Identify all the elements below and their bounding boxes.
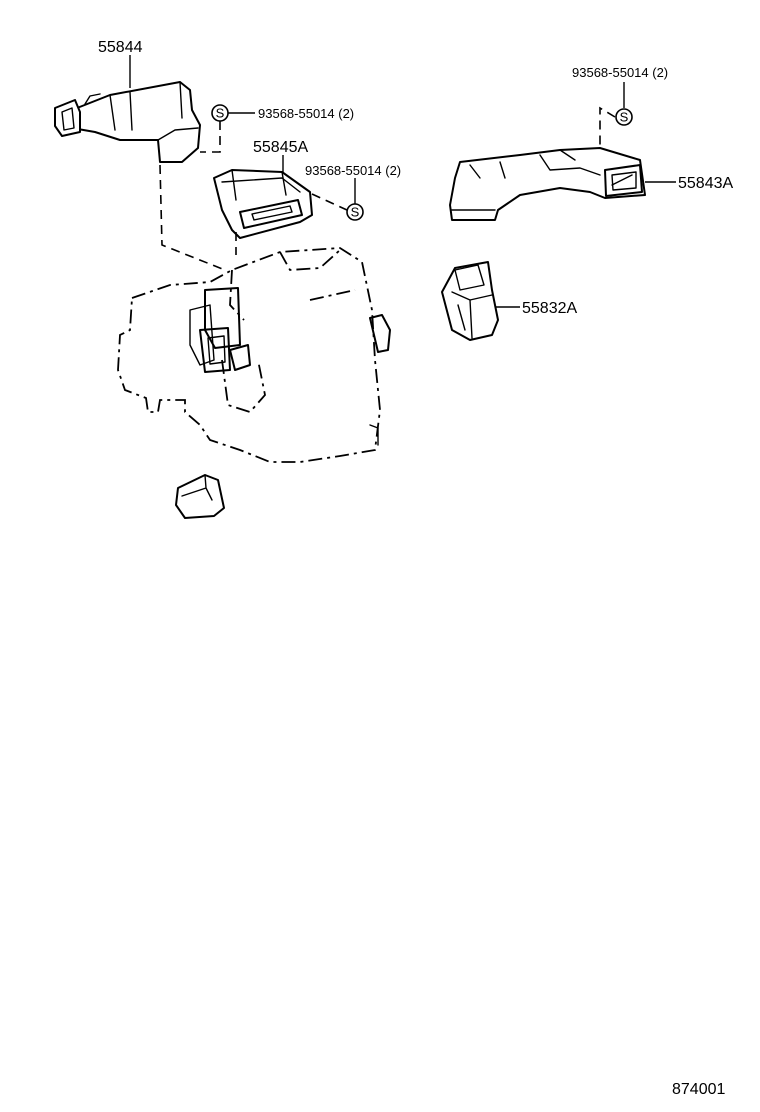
small-duct-part — [175, 474, 225, 519]
label-55844: 55844 — [98, 39, 143, 56]
label-bolt-left: 93568-55014 (2) — [258, 106, 354, 121]
screw-symbol-left: S — [211, 104, 229, 122]
label-55843a: 55843A — [678, 175, 733, 192]
screw-symbol-mid: S — [346, 203, 364, 221]
diagram-number: 874001 — [672, 1081, 725, 1098]
svg-text:S: S — [351, 205, 360, 220]
svg-text:S: S — [216, 106, 225, 121]
vent-55845a — [213, 169, 313, 239]
heater-unit-phantom — [117, 247, 391, 463]
label-55845a: 55845A — [253, 139, 308, 156]
duct-55844 — [54, 81, 201, 163]
screw-symbol-right: S — [615, 108, 633, 126]
duct-55832a — [441, 261, 499, 341]
label-bolt-right: 93568-55014 (2) — [572, 65, 668, 80]
duct-55843a — [449, 147, 646, 221]
label-bolt-mid: 93568-55014 (2) — [305, 163, 401, 178]
svg-text:S: S — [620, 110, 629, 125]
label-55832a: 55832A — [522, 300, 577, 317]
